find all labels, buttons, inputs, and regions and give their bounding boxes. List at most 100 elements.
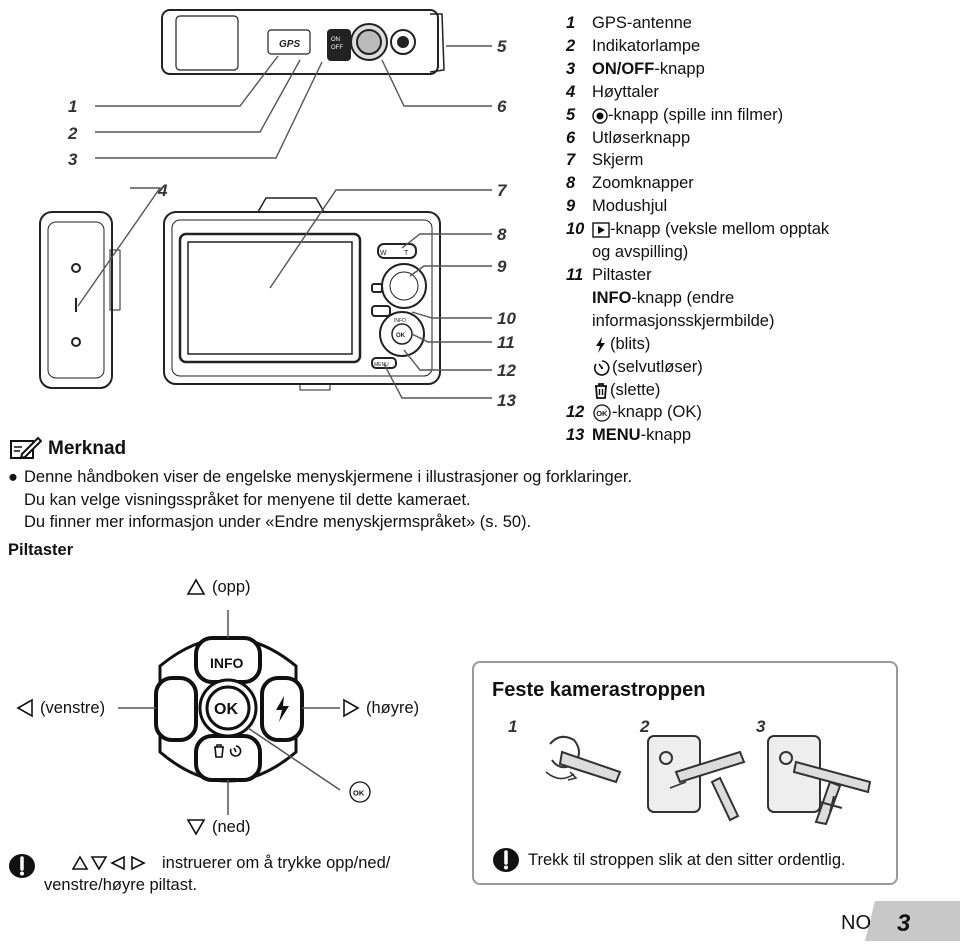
on-label: ON <box>331 37 340 43</box>
part-item: 5 -knapp (spille inn filmer) <box>566 104 956 127</box>
callout-1: 1 <box>68 97 77 116</box>
info-small-label: INFO <box>394 318 406 324</box>
footer-lang: NO <box>841 912 871 934</box>
strap-step-3: 3 <box>756 717 766 736</box>
callout-8: 8 <box>497 225 507 244</box>
note-line-3: Du finner mer informasjon under «Endre m… <box>24 513 532 531</box>
note-body: ● Denne håndboken viser de engelske menys… <box>8 466 632 534</box>
strap-title: Feste kamerastroppen <box>492 679 706 701</box>
part-number: 10 <box>566 220 585 239</box>
part-number: 12 <box>566 403 585 422</box>
camera-back-view <box>163 197 441 391</box>
pad-info-label: INFO <box>210 655 244 671</box>
playback-icon <box>592 222 610 238</box>
strap-note: Trekk til stroppen slik at den sitter or… <box>492 846 846 874</box>
down-triangle-icon <box>186 819 206 836</box>
part-text: og avspilling) <box>592 243 689 262</box>
page-footer: NO 3 <box>833 901 960 941</box>
bullet-icon: ● <box>8 468 18 486</box>
part-number: 8 <box>566 174 576 193</box>
t-label: T <box>404 250 409 257</box>
caution-icon <box>9 854 35 878</box>
gps-label: GPS <box>279 39 300 50</box>
down-label: (ned) <box>212 818 251 836</box>
part-text: -knapp <box>654 59 705 78</box>
part-item: informasjonsskjermbilde) <box>566 310 956 333</box>
strap-step-3-drawing <box>767 735 872 826</box>
up-label: (opp) <box>212 578 251 596</box>
arrow-keys-heading: Piltaster <box>8 541 74 559</box>
part-text: -knapp (veksle mellom opptak <box>610 220 830 239</box>
camera-side-view <box>39 211 121 389</box>
callout-9: 9 <box>497 257 507 276</box>
part-bold-text: INFO <box>592 288 632 307</box>
part-text: -knapp <box>640 426 692 445</box>
part-item: 9 Modushjul <box>566 195 956 218</box>
callout-13: 13 <box>497 391 516 410</box>
part-number: 4 <box>566 82 576 101</box>
trash-icon <box>595 382 607 399</box>
strap-step-1: 1 <box>508 717 517 736</box>
pad-leader-lines <box>118 610 341 815</box>
part-item: 12 OK -knapp (OK) <box>566 401 956 424</box>
part-item: 7 Skjerm <box>566 149 956 172</box>
instruction-line-2: venstre/høyre piltast. <box>44 876 198 894</box>
part-number: 1 <box>566 14 576 32</box>
strap-step-1-drawing <box>545 735 622 784</box>
strap-illustration: 1 2 3 <box>508 717 872 826</box>
camera-diagram: GPS ON OFF W T INFO OK MENU <box>39 9 516 410</box>
part-text: GPS-antenne <box>592 14 692 32</box>
pad-trash-icon <box>214 744 224 758</box>
part-number: 5 <box>566 105 576 124</box>
ok-button-icon: OK <box>593 404 611 423</box>
part-text: Skjerm <box>592 151 644 170</box>
callout-12: 12 <box>497 361 516 380</box>
ok-small-label: OK <box>396 333 406 339</box>
movie-record-icon <box>592 107 608 124</box>
part-text: (slette) <box>610 380 661 399</box>
note-line-1: Denne håndboken viser de engelske menysk… <box>24 468 633 486</box>
right-triangle-icon <box>343 698 360 718</box>
part-number: 2 <box>566 36 576 55</box>
part-number: 7 <box>566 151 576 170</box>
note-icon <box>10 436 42 460</box>
callout-7: 7 <box>497 181 508 200</box>
part-item: (slette) <box>566 379 956 402</box>
off-label: OFF <box>331 45 343 51</box>
strap-step-2-drawing <box>647 735 746 822</box>
arrow-pad-diagram: INFO OK OK <box>16 578 371 836</box>
direction-triangles-icon <box>72 855 146 871</box>
part-text: Modushjul <box>592 197 668 216</box>
note-line-2: Du kan velge visningsspråket for menyene… <box>24 490 471 509</box>
menu-small-label: MENU <box>374 362 389 368</box>
right-label: (høyre) <box>366 699 420 717</box>
footer-page-number: 3 <box>897 910 911 937</box>
arrow-instruction: instruerer om å trykke opp/ned/ venstre/… <box>8 852 390 896</box>
part-item: (blits) <box>566 333 956 356</box>
up-triangle-icon <box>186 578 206 595</box>
leader-lines <box>77 45 492 399</box>
callout-10: 10 <box>497 309 516 328</box>
callout-6: 6 <box>497 97 507 116</box>
camera-top-view <box>161 9 445 75</box>
part-text: -knapp (OK) <box>612 403 702 422</box>
part-text: informasjonsskjermbilde) <box>592 311 775 330</box>
left-label: (venstre) <box>40 699 106 717</box>
part-text: (blits) <box>610 334 651 353</box>
part-text: -knapp (endre <box>631 288 735 307</box>
part-item: INFO-knapp (endre <box>566 287 956 310</box>
part-bold-text: ON/OFF <box>592 59 655 78</box>
callout-4: 4 <box>157 181 168 200</box>
part-number: 9 <box>566 197 576 216</box>
part-item: og avspilling) <box>566 241 956 264</box>
callout-3: 3 <box>68 150 78 169</box>
part-text: Zoomknapper <box>592 174 694 193</box>
part-number: 6 <box>566 128 576 147</box>
flash-icon <box>596 336 605 353</box>
